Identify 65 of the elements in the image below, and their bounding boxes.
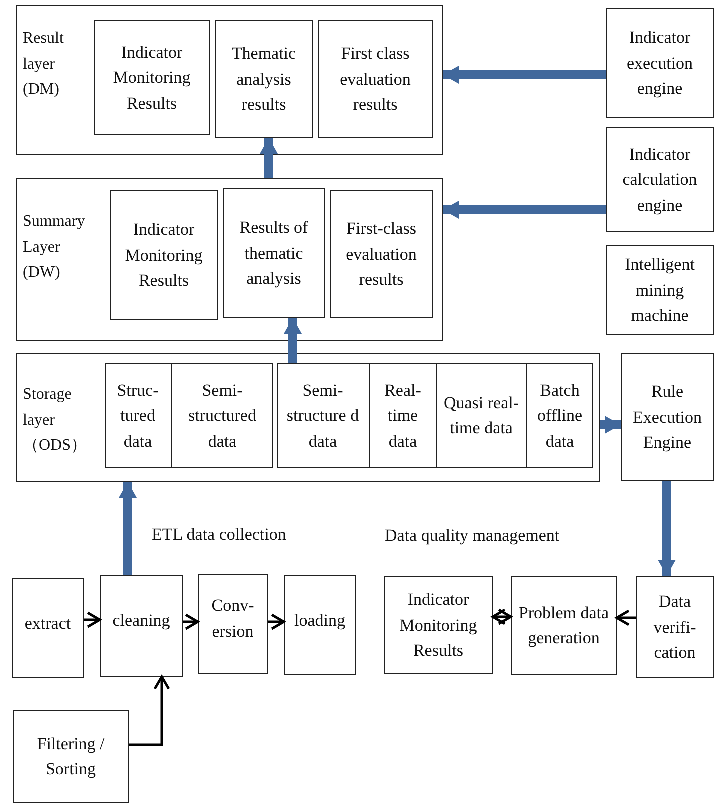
node-text: Quasi real-time data <box>442 392 520 440</box>
arrow <box>183 614 200 630</box>
layer-title: Storage layer（ODS） <box>23 385 88 456</box>
node-text: Filtering / Sorting <box>36 733 106 780</box>
process-box <box>606 127 714 232</box>
process-box <box>12 578 84 678</box>
process-box <box>223 188 325 318</box>
section-label: ETL data collection <box>152 525 286 545</box>
arrow <box>492 608 512 626</box>
layer-panel <box>277 363 593 468</box>
block-arrow <box>443 201 606 219</box>
layer-title: Summary Layer (DW) <box>23 212 86 284</box>
block-arrow <box>658 481 676 576</box>
node-text: Indicator Monitoring Results <box>112 41 192 114</box>
node-text: Indicator Monitoring Results <box>124 218 204 292</box>
block-arrow <box>260 138 278 178</box>
node-text: Thematic analysis results <box>230 42 298 116</box>
process-box <box>330 190 433 318</box>
node-text: Semi- structured data <box>188 379 258 452</box>
process-box <box>384 576 493 674</box>
node-text: Data verifi- cation <box>652 590 698 664</box>
block-arrow <box>600 416 621 434</box>
node-text: Intelligent mining machine <box>624 254 696 327</box>
node-text: Problem data generation <box>518 602 610 650</box>
process-box <box>110 190 218 320</box>
arrow <box>616 610 636 626</box>
node-text: Indicator Monitoring Results <box>398 588 478 662</box>
node-text: Semi- structure d data <box>286 379 360 452</box>
node-text: cleaning <box>112 610 172 632</box>
process-box <box>606 245 714 335</box>
process-box <box>318 20 433 138</box>
section-label: Data quality management <box>385 526 560 546</box>
node-text: First class evaluation results <box>339 42 412 116</box>
node-text: Batch offline data <box>536 379 584 452</box>
block-arrow <box>119 482 137 575</box>
arrow <box>129 676 170 746</box>
layer-panel <box>16 5 443 155</box>
process-box <box>100 575 183 677</box>
process-box <box>511 576 617 675</box>
node-text: loading <box>294 610 346 632</box>
node-text: First-class evaluation results <box>345 218 418 291</box>
process-box <box>13 710 129 803</box>
process-box <box>215 20 313 138</box>
process-box <box>621 353 714 481</box>
layer-panel <box>16 353 600 482</box>
process-box <box>636 576 714 678</box>
process-box <box>198 574 268 674</box>
process-box <box>284 575 356 675</box>
node-text: Results of thematic analysis <box>238 216 310 290</box>
process-box <box>606 8 714 118</box>
process-box <box>94 20 210 135</box>
node-text: Indicator execution engine <box>626 26 694 100</box>
layer-panel <box>16 178 443 341</box>
node-text: Rule Execution Engine <box>632 380 703 454</box>
block-arrow <box>443 66 606 84</box>
layer-title: Result layer (DM) <box>23 29 65 100</box>
node-text: Real- time data <box>384 379 422 452</box>
layer-panel <box>105 363 273 468</box>
arrow <box>84 612 102 628</box>
arrow <box>268 614 286 630</box>
node-text: extract <box>24 613 72 635</box>
block-arrow <box>284 318 302 363</box>
node-text: Indicator calculation engine <box>622 143 698 217</box>
node-text: Struc- tured data <box>116 379 160 452</box>
node-text: Conv- ersion <box>210 595 256 642</box>
